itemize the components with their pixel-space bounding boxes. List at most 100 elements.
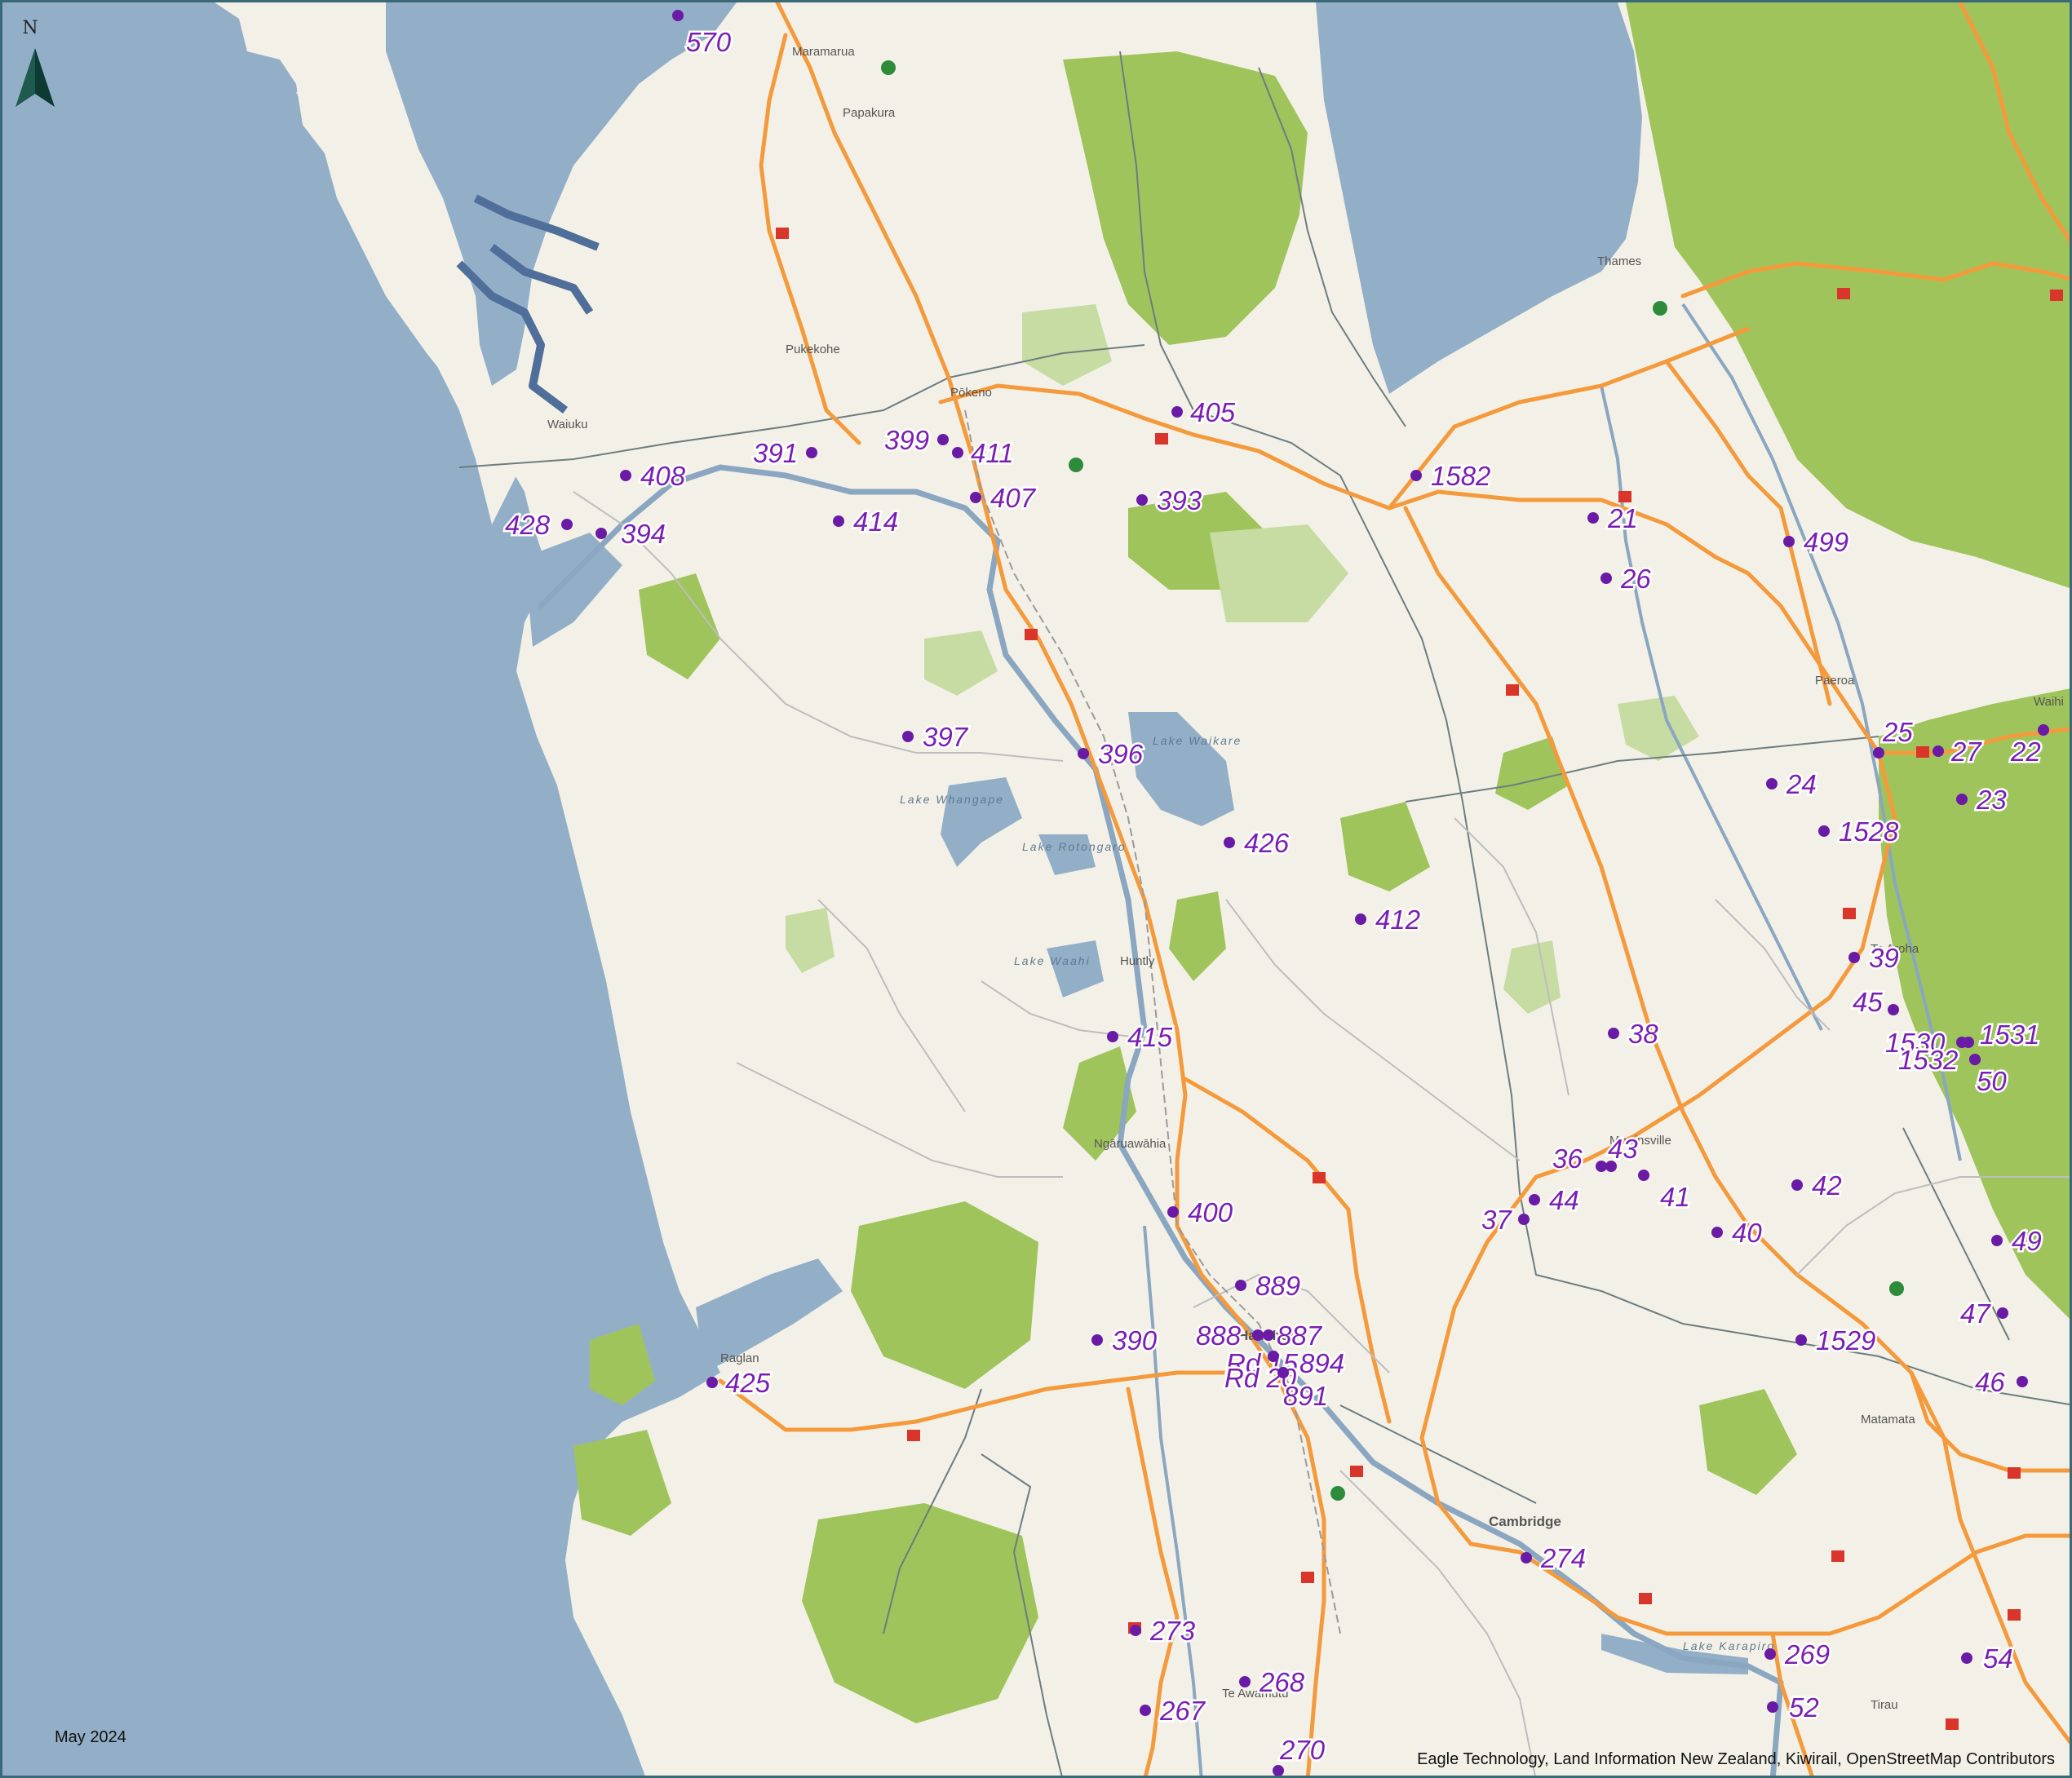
- site-dot[interactable]: [902, 731, 914, 742]
- site-dot[interactable]: [1873, 747, 1884, 759]
- site-marker-49[interactable]: 49: [1991, 1224, 2043, 1258]
- site-dot[interactable]: [1791, 1179, 1803, 1191]
- site-dot[interactable]: [2017, 1376, 2028, 1387]
- site-marker-1529[interactable]: 1529: [1795, 1324, 1878, 1358]
- site-dot[interactable]: [595, 528, 607, 539]
- site-dot[interactable]: [1608, 1028, 1619, 1039]
- site-marker-408[interactable]: 408: [620, 459, 688, 493]
- site-marker-24[interactable]: 24: [1766, 767, 1818, 802]
- site-dot[interactable]: [1596, 1161, 1607, 1172]
- site-dot[interactable]: [1848, 952, 1860, 963]
- site-dot[interactable]: [1263, 1329, 1274, 1341]
- site-dot[interactable]: [1766, 778, 1778, 789]
- site-marker-21[interactable]: 21: [1587, 502, 1640, 536]
- site-marker-894[interactable]: 894: [1268, 1347, 1347, 1381]
- site-dot[interactable]: [806, 447, 817, 458]
- site-dot[interactable]: [1078, 748, 1089, 759]
- site-marker-269[interactable]: 269: [1764, 1638, 1832, 1672]
- site-marker-39[interactable]: 39: [1848, 941, 1901, 975]
- site-marker-407[interactable]: 407: [970, 481, 1038, 515]
- site-marker-412[interactable]: 412: [1355, 903, 1423, 937]
- site-marker-1532[interactable]: 1532: [1897, 1043, 1981, 1077]
- site-marker-27[interactable]: 27: [1933, 735, 1985, 769]
- site-marker-50[interactable]: 50: [1969, 1054, 2009, 1099]
- site-marker-22[interactable]: 22: [2008, 724, 2049, 769]
- site-dot[interactable]: [1933, 745, 1944, 757]
- site-dot[interactable]: [1767, 1701, 1778, 1713]
- site-marker-390[interactable]: 390: [1091, 1324, 1159, 1358]
- site-marker-428[interactable]: 428: [503, 508, 573, 542]
- site-marker-411[interactable]: 411: [952, 436, 1016, 471]
- site-dot[interactable]: [1600, 573, 1612, 584]
- site-dot[interactable]: [620, 470, 631, 481]
- site-dot[interactable]: [1956, 794, 1968, 805]
- site-dot[interactable]: [1130, 1625, 1141, 1636]
- site-dot[interactable]: [1252, 1329, 1264, 1341]
- site-dot[interactable]: [1795, 1334, 1807, 1346]
- site-marker-47[interactable]: 47: [1959, 1297, 2008, 1331]
- site-marker-391[interactable]: 391: [751, 436, 817, 471]
- site-dot[interactable]: [1529, 1194, 1540, 1205]
- site-dot[interactable]: [1963, 1037, 1974, 1048]
- site-dot[interactable]: [1235, 1280, 1246, 1291]
- site-dot[interactable]: [1167, 1206, 1179, 1218]
- site-marker-23[interactable]: 23: [1956, 783, 2009, 817]
- site-dot[interactable]: [1711, 1227, 1723, 1238]
- site-marker-52[interactable]: 52: [1767, 1691, 1821, 1725]
- site-dot[interactable]: [952, 447, 963, 458]
- site-dot[interactable]: [561, 519, 573, 530]
- site-marker-273[interactable]: 273: [1130, 1614, 1198, 1648]
- site-marker-393[interactable]: 393: [1136, 484, 1204, 518]
- site-dot[interactable]: [1140, 1705, 1151, 1716]
- site-dot[interactable]: [1961, 1652, 1972, 1664]
- site-dot[interactable]: [937, 434, 949, 445]
- site-dot[interactable]: [1410, 470, 1422, 481]
- site-marker-40[interactable]: 40: [1711, 1216, 1764, 1250]
- site-marker-54[interactable]: 54: [1961, 1642, 2015, 1676]
- site-dot[interactable]: [1224, 837, 1235, 848]
- site-marker-38[interactable]: 38: [1608, 1017, 1661, 1051]
- site-marker-425[interactable]: 425: [706, 1366, 773, 1400]
- site-dot[interactable]: [1969, 1054, 1981, 1065]
- site-dot[interactable]: [1277, 1367, 1289, 1378]
- site-marker-570[interactable]: 570: [672, 10, 733, 60]
- site-dot[interactable]: [1273, 1765, 1284, 1776]
- site-dot[interactable]: [1091, 1334, 1103, 1346]
- site-marker-415[interactable]: 415: [1107, 1020, 1175, 1055]
- site-marker-394[interactable]: 394: [595, 517, 668, 551]
- site-marker-400[interactable]: 400: [1167, 1196, 1235, 1230]
- site-marker-36[interactable]: 36: [1551, 1142, 1607, 1176]
- site-marker-25[interactable]: 25: [1873, 715, 1915, 759]
- site-marker-44[interactable]: 44: [1529, 1183, 1581, 1218]
- site-dot[interactable]: [833, 515, 844, 527]
- site-marker-405[interactable]: 405: [1171, 396, 1237, 430]
- site-marker-1582[interactable]: 1582: [1410, 459, 1493, 493]
- site-marker-268[interactable]: 268: [1239, 1665, 1307, 1700]
- site-dot[interactable]: [2038, 724, 2049, 736]
- site-dot[interactable]: [970, 492, 981, 503]
- site-dot[interactable]: [1783, 536, 1795, 547]
- site-dot[interactable]: [1355, 913, 1366, 925]
- site-dot[interactable]: [1764, 1648, 1776, 1660]
- site-dot[interactable]: [1991, 1235, 2003, 1246]
- site-marker-45[interactable]: 45: [1851, 985, 1899, 1019]
- site-marker-41[interactable]: 41: [1638, 1170, 1692, 1214]
- site-marker-1528[interactable]: 1528: [1818, 815, 1902, 849]
- site-marker-888[interactable]: 888: [1194, 1319, 1264, 1353]
- site-dot[interactable]: [1638, 1170, 1649, 1181]
- site-dot[interactable]: [1587, 512, 1599, 524]
- site-dot[interactable]: [1136, 494, 1148, 506]
- site-marker-43[interactable]: 43: [1605, 1132, 1640, 1172]
- site-dot[interactable]: [1268, 1351, 1279, 1362]
- site-marker-891[interactable]: 891: [1277, 1367, 1330, 1413]
- site-marker-42[interactable]: 42: [1791, 1169, 1844, 1203]
- site-dot[interactable]: [1818, 825, 1830, 837]
- site-marker-26[interactable]: 26: [1600, 562, 1654, 596]
- site-marker-499[interactable]: 499: [1783, 525, 1851, 559]
- site-marker-397[interactable]: 397: [902, 720, 971, 754]
- site-marker-1530[interactable]: 1530: [1884, 1026, 1968, 1060]
- site-marker-399[interactable]: 399: [883, 423, 949, 458]
